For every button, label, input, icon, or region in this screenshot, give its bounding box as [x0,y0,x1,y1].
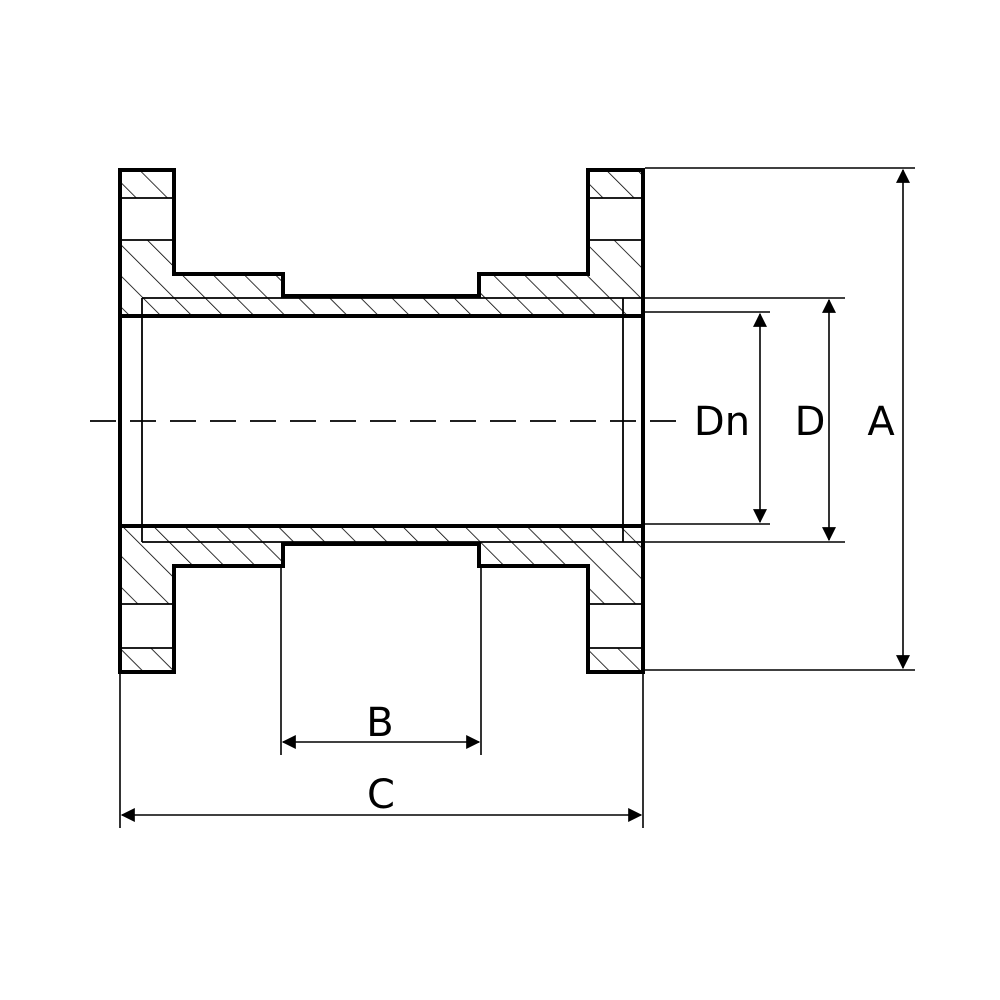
left-top-hub-hatch [122,240,282,316]
bottom-liner-hatch [142,526,623,542]
left-bottom-hub-hatch [122,526,282,604]
top-liner-hatch [142,298,623,316]
label-a: A [867,399,895,445]
label-c: C [367,772,395,818]
left-top-flange-hatch [122,172,172,198]
right-bottom-hub-hatch [480,526,641,604]
left-bottom-flange-hatch [122,648,172,670]
right-top-hub-hatch [480,240,641,316]
right-bottom-flange-hatch [590,648,641,670]
label-b: B [366,700,393,746]
label-dn: Dn [694,399,750,445]
right-top-flange-hatch [590,172,641,198]
label-d: D [795,399,826,445]
